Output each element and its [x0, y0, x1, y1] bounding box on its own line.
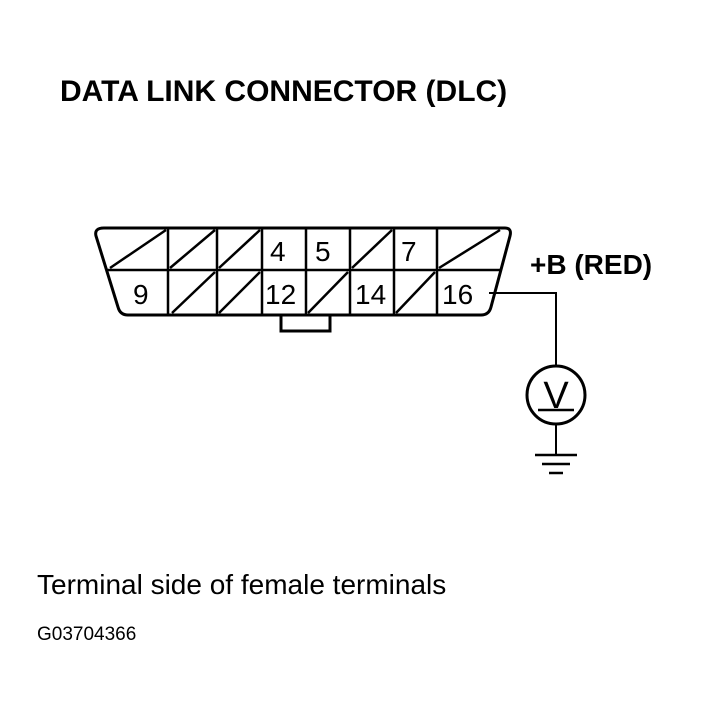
- pin-cavity-6: [351, 229, 393, 269]
- unused-pin-slash: [395, 271, 436, 314]
- pin-cavity-7: 7: [401, 236, 417, 267]
- pin-cavity-12: 12: [265, 279, 296, 310]
- pin-cavity-13: [307, 271, 349, 314]
- figure-code: G03704366: [37, 624, 136, 645]
- pin-cavity-4: 4: [270, 236, 286, 267]
- diagram-title: DATA LINK CONNECTOR (DLC): [60, 75, 507, 108]
- pin-label-16: 16: [442, 279, 473, 310]
- pin-cavity-2: [169, 229, 216, 269]
- pin-label-7: 7: [401, 236, 417, 267]
- voltmeter-icon: V: [525, 364, 587, 426]
- column-dividers: [166, 228, 439, 315]
- pin-cavity-10: [171, 271, 216, 314]
- unused-pin-slash: [307, 271, 349, 314]
- unused-pin-slash: [109, 228, 167, 270]
- pin-cavity-16: 16: [442, 279, 473, 310]
- unused-pin-slash: [438, 228, 501, 270]
- probe-wire: [489, 292, 557, 366]
- pin-label-5: 5: [315, 236, 331, 267]
- pin-cavity-15: [395, 271, 436, 314]
- unused-pin-slash: [171, 271, 216, 314]
- figure-caption: Terminal side of female terminals: [37, 569, 446, 600]
- pin-cavity-8: [438, 228, 501, 270]
- unused-pin-slash: [169, 229, 216, 269]
- connector-lock-tab: [279, 315, 332, 333]
- pin-cavity-1: [109, 228, 167, 270]
- wire-label: +B (RED): [530, 249, 652, 280]
- connector-top-row: 4 5 7: [109, 228, 501, 270]
- connector-body: [94, 226, 512, 317]
- pin-label-14: 14: [355, 279, 386, 310]
- connector-bottom-row: 9 12 14 16: [133, 271, 473, 314]
- pin-cavity-14: 14: [355, 279, 386, 310]
- unused-pin-slash: [218, 271, 261, 314]
- pin-label-9: 9: [133, 279, 149, 310]
- unused-pin-slash: [351, 229, 393, 269]
- pin-cavity-11: [218, 271, 261, 314]
- pin-label-4: 4: [270, 236, 286, 267]
- ground-icon: [535, 453, 577, 475]
- unused-pin-slash: [218, 229, 261, 269]
- pin-cavity-9: 9: [133, 279, 149, 310]
- pin-label-12: 12: [265, 279, 296, 310]
- pin-cavity-5: 5: [315, 236, 331, 267]
- pin-cavity-3: [218, 229, 261, 269]
